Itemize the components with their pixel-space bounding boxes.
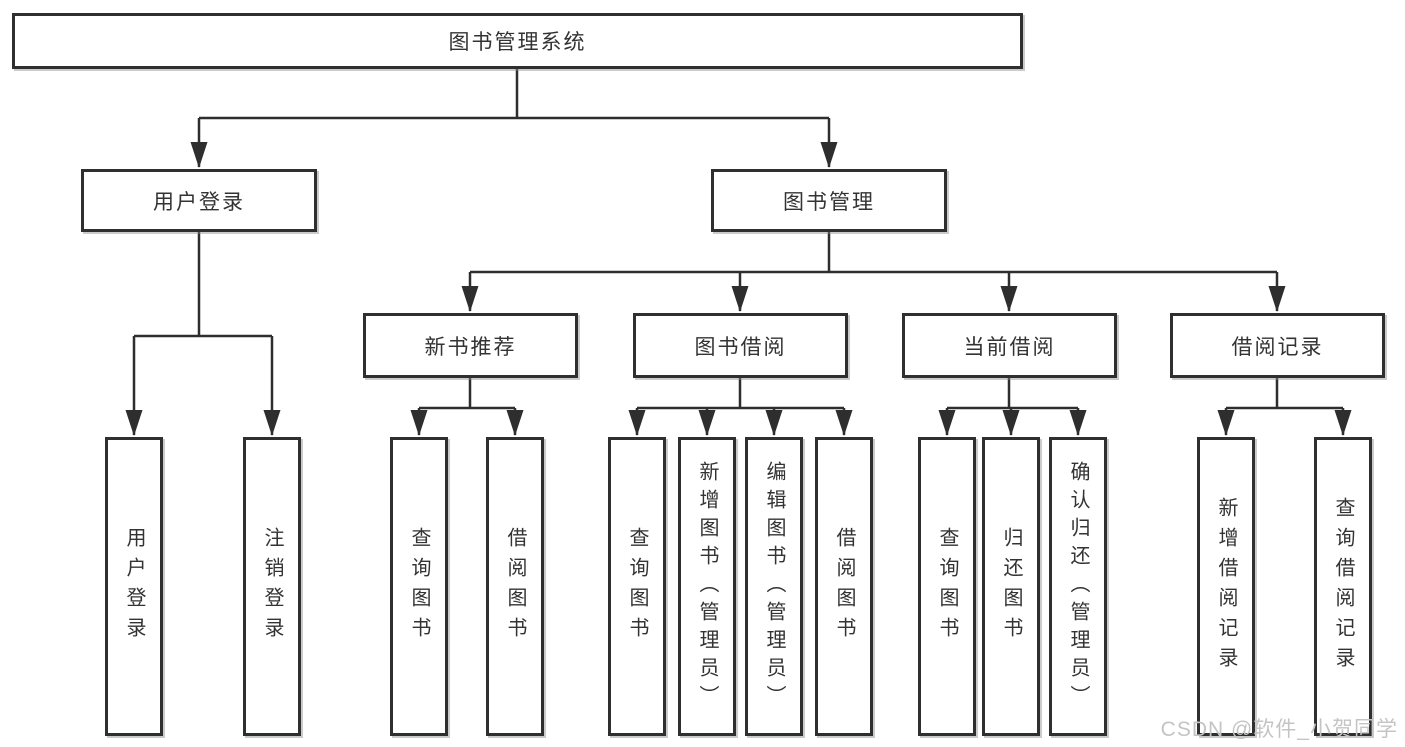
- leaf-borrow-borrow-books: 借阅图书: [815, 437, 873, 736]
- leaf-borrow-add-books-admin: 新增图书（管理员）: [678, 437, 736, 736]
- node-label: 图书管理: [783, 190, 875, 214]
- leaf-borrow-edit-books-admin: 编辑图书（管理员）: [745, 437, 803, 736]
- node-user-login: 用户登录: [81, 169, 317, 232]
- node-label: 当前借阅: [963, 335, 1056, 359]
- leaf-label: 编辑图书（管理员）: [763, 460, 785, 713]
- leaf-label: 借阅图书: [504, 526, 526, 647]
- leaf-label: 查询图书: [408, 526, 430, 647]
- leaf-current-return-books: 归还图书: [982, 437, 1040, 736]
- leaf-recommend-query-books: 查询图书: [390, 437, 448, 736]
- leaf-label: 注销登录: [261, 526, 283, 647]
- leaf-user-login: 用户登录: [105, 437, 163, 736]
- node-library-management-system: 图书管理系统: [12, 13, 1023, 69]
- leaf-borrow-query-books: 查询图书: [608, 437, 666, 736]
- leaf-label: 借阅图书: [833, 526, 855, 647]
- leaf-label: 新增借阅记录: [1215, 496, 1237, 677]
- leaf-label: 查询图书: [936, 526, 958, 647]
- node-borrow-records: 借阅记录: [1170, 313, 1385, 378]
- node-current-borrow: 当前借阅: [902, 313, 1117, 378]
- leaf-label: 用户登录: [123, 526, 145, 647]
- leaf-records-add-record: 新增借阅记录: [1197, 437, 1255, 736]
- node-book-borrow: 图书借阅: [633, 313, 848, 378]
- leaf-logout: 注销登录: [243, 437, 301, 736]
- leaf-label: 新增图书（管理员）: [696, 460, 718, 713]
- leaf-label: 查询图书: [626, 526, 648, 647]
- node-new-book-recommend: 新书推荐: [363, 313, 578, 378]
- leaf-label: 归还图书: [1000, 526, 1022, 647]
- leaf-label: 查询借阅记录: [1332, 496, 1354, 677]
- node-label: 借阅记录: [1231, 335, 1324, 359]
- node-label: 用户登录: [153, 190, 245, 214]
- leaf-current-confirm-return-admin: 确认归还（管理员）: [1049, 437, 1107, 736]
- leaf-records-query-record: 查询借阅记录: [1314, 437, 1372, 736]
- leaf-current-query-books: 查询图书: [918, 437, 976, 736]
- node-label: 新书推荐: [424, 335, 517, 359]
- node-label: 图书借阅: [694, 335, 787, 359]
- watermark: CSDN @软件_小贺同学: [1160, 718, 1398, 741]
- leaf-label: 确认归还（管理员）: [1067, 460, 1089, 713]
- node-label: 图书管理系统: [448, 31, 587, 54]
- leaf-recommend-borrow-books: 借阅图书: [486, 437, 544, 736]
- node-book-management: 图书管理: [711, 169, 947, 232]
